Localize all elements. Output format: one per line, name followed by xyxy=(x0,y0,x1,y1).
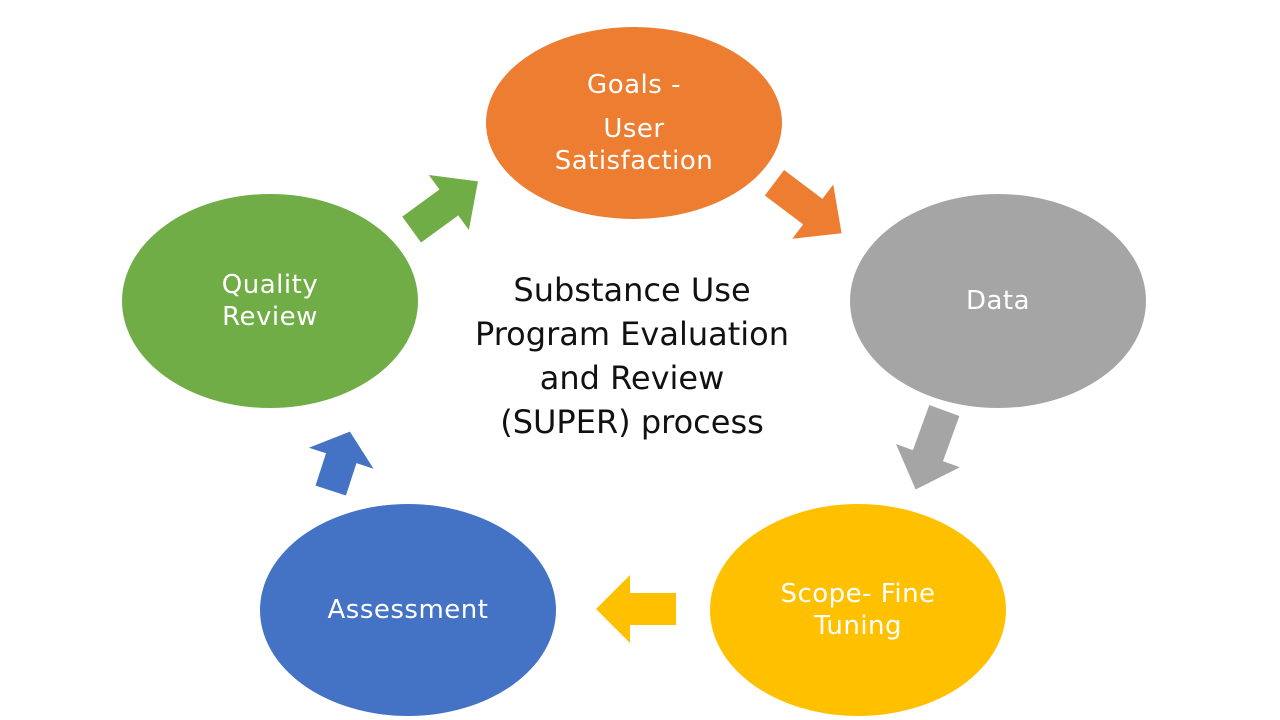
goals-node-label-3: Satisfaction xyxy=(554,146,714,176)
arrow-quality-to-goals-shape xyxy=(402,174,478,243)
arrow-assess-to-quality-shape xyxy=(308,431,374,496)
data-node-label: Data xyxy=(965,286,1031,316)
arrow-scope-to-assess-shape xyxy=(596,575,676,643)
arrow-quality-to-goals xyxy=(402,174,478,243)
goals-node: Goals - User Satisfaction xyxy=(486,27,782,219)
scope-node-label-1: Scope- Fine xyxy=(780,579,936,609)
assessment-node: Assessment xyxy=(260,504,556,716)
data-node: Data xyxy=(850,194,1146,408)
diagram-title-line-3: and Review xyxy=(539,359,725,397)
scope-node-label-2: Tuning xyxy=(813,611,903,641)
quality-review-node: Quality Review xyxy=(122,194,418,408)
diagram-title-line-1: Substance Use xyxy=(513,271,751,309)
arrow-goals-to-data xyxy=(764,169,842,239)
goals-node-label-1: Goals - xyxy=(587,70,681,100)
quality-review-node-label-1: Quality xyxy=(221,270,319,300)
arrow-data-to-scope-shape xyxy=(895,405,960,490)
assessment-node-label: Assessment xyxy=(327,595,489,625)
arrow-goals-to-data-shape xyxy=(764,169,842,239)
scope-node: Scope- Fine Tuning xyxy=(710,504,1006,716)
arrow-assess-to-quality xyxy=(308,431,374,496)
arrow-scope-to-assess xyxy=(596,575,676,643)
arrow-data-to-scope xyxy=(895,405,960,490)
diagram-title-line-2: Program Evaluation xyxy=(474,315,790,353)
quality-review-node-label-2: Review xyxy=(222,302,318,332)
goals-node-label-2: User xyxy=(603,114,665,144)
diagram-title: Substance Use Program Evaluation and Rev… xyxy=(412,268,852,444)
diagram-title-line-4: (SUPER) process xyxy=(500,403,764,441)
